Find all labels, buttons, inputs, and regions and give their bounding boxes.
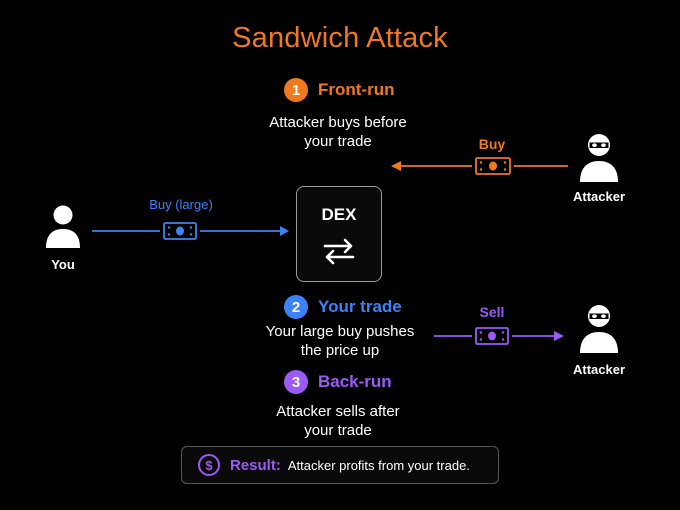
flow-buy-label: Buy bbox=[478, 136, 506, 152]
dex-label: DEX bbox=[321, 205, 357, 224]
result-box: $ Result: Attacker profits from your tra… bbox=[181, 446, 499, 484]
step-number-1: 1 bbox=[284, 78, 308, 102]
dex-box: DEX bbox=[296, 186, 382, 282]
step-desc-line: your trade bbox=[304, 422, 372, 439]
dollar-icon: $ bbox=[198, 454, 220, 476]
diagram-title: Sandwich Attack bbox=[232, 22, 448, 54]
actor-you-label: You bbox=[51, 257, 75, 272]
step-desc-line: the price up bbox=[300, 342, 380, 359]
result-label: Result: bbox=[230, 456, 281, 474]
step-desc-back-run: Attacker sells after your trade bbox=[238, 402, 438, 440]
step-title-front-run: Front-run bbox=[318, 80, 395, 99]
step-desc-line: Attacker buys before bbox=[269, 114, 407, 131]
flow-attacker-sell-arrow bbox=[434, 327, 564, 345]
step-title-back-run: Back-run bbox=[318, 372, 392, 391]
actor-attacker-top-label: Attacker bbox=[572, 189, 626, 204]
step-front-run: 1 Front-run bbox=[284, 78, 394, 102]
flow-buy-large-label: Buy (large) bbox=[149, 197, 213, 212]
step-desc-line: Attacker sells after bbox=[276, 403, 400, 420]
step-number-3: 3 bbox=[284, 370, 308, 394]
step-desc-line: Your large buy pushes bbox=[265, 323, 415, 340]
attacker-icon bbox=[580, 305, 618, 353]
step-desc-your-trade: Your large buy pushes the price up bbox=[240, 322, 440, 360]
flow-sell-label: Sell bbox=[479, 304, 505, 320]
step-number-2: 2 bbox=[284, 295, 308, 319]
step-desc-line: your trade bbox=[304, 133, 372, 150]
attacker-icon bbox=[580, 134, 618, 182]
step-title-your-trade: Your trade bbox=[318, 297, 402, 316]
swap-icon bbox=[323, 238, 355, 265]
result-text: Attacker profits from your trade. bbox=[287, 457, 470, 473]
step-desc-front-run: Attacker buys before your trade bbox=[238, 113, 438, 151]
step-back-run: 3 Back-run bbox=[284, 370, 392, 394]
user-icon bbox=[46, 205, 80, 248]
flow-you-to-dex-arrow bbox=[92, 222, 289, 240]
step-your-trade: 2 Your trade bbox=[284, 295, 402, 319]
flow-attacker-buy-arrow bbox=[391, 157, 568, 175]
actor-attacker-bottom-label: Attacker bbox=[572, 362, 626, 377]
